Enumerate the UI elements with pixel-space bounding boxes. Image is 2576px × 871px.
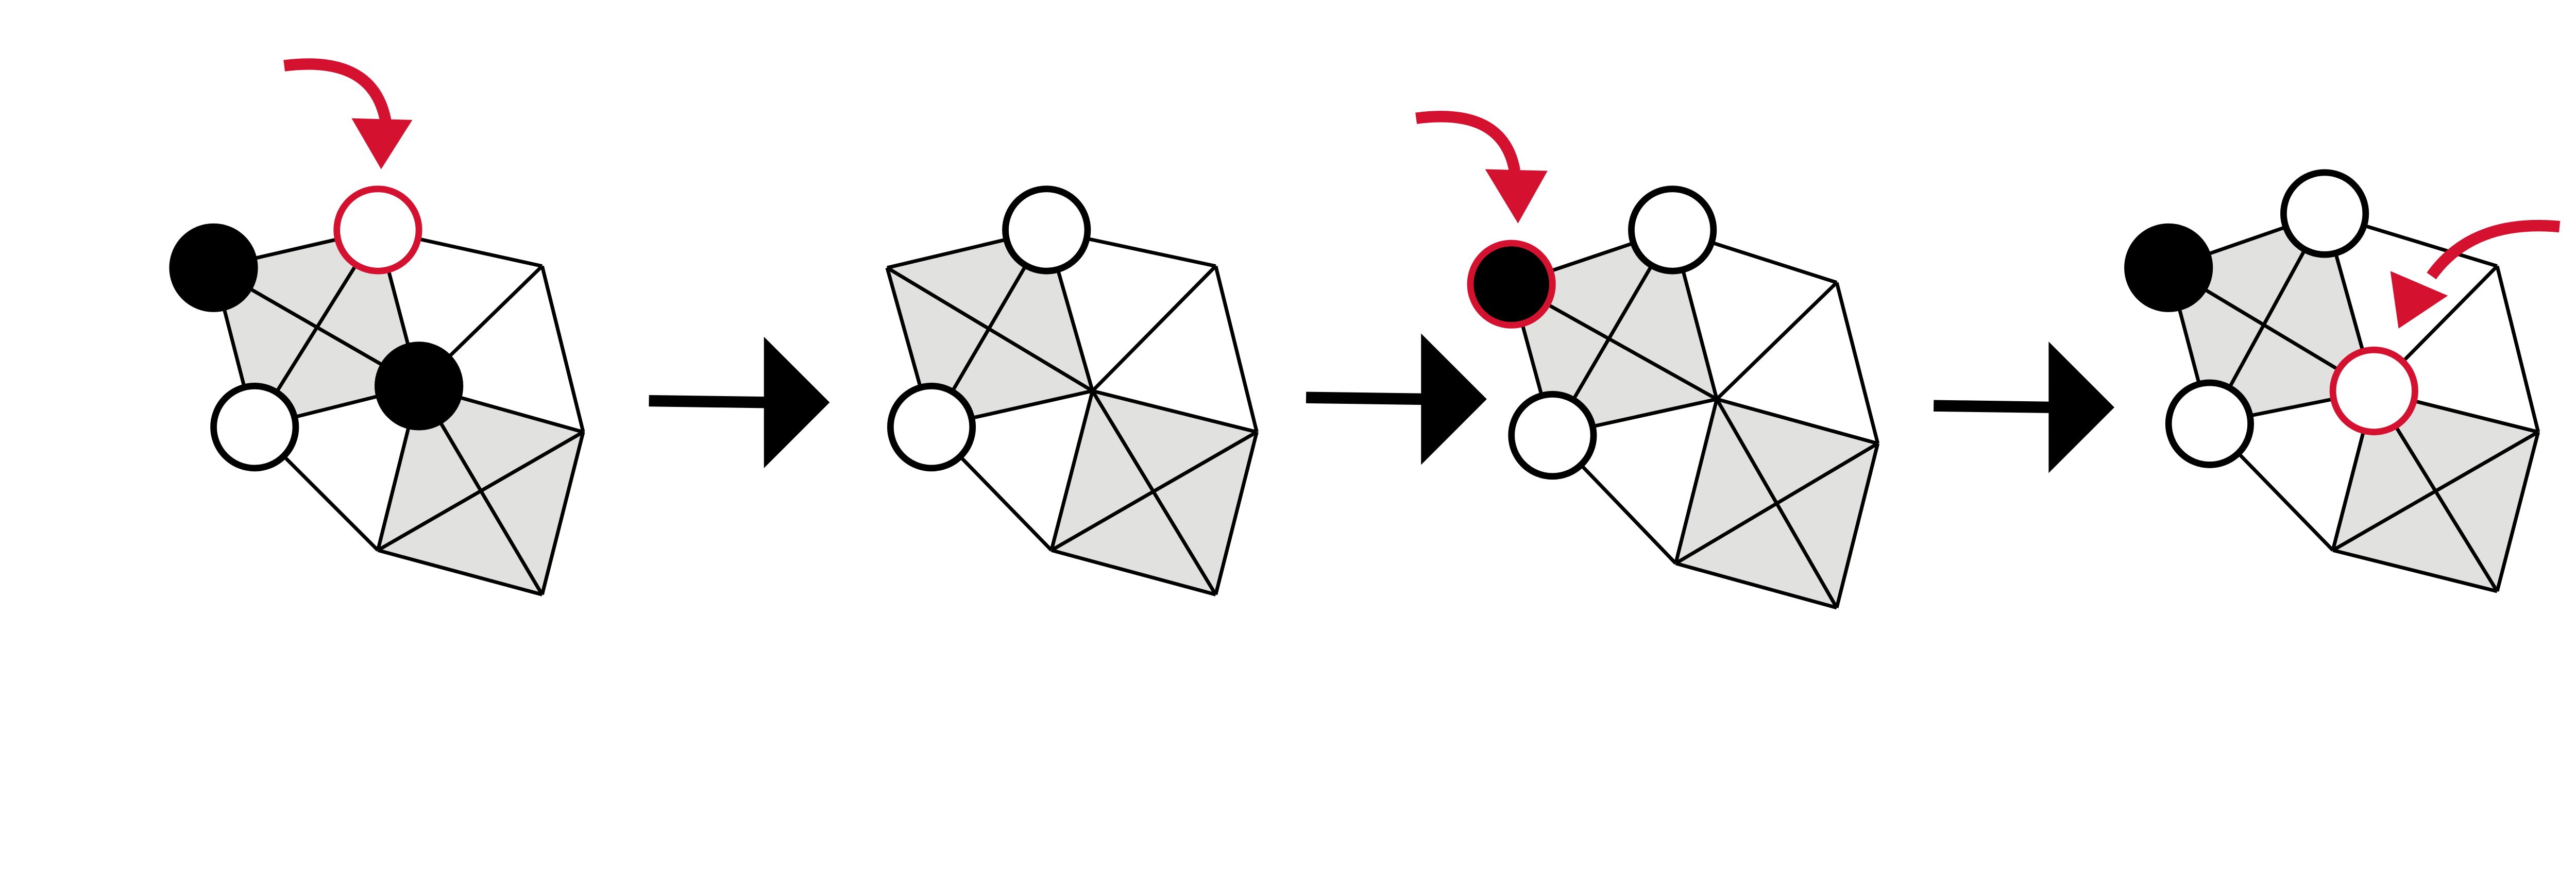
mesh-edge: [1674, 441, 1879, 565]
mesh-edge: [377, 548, 543, 596]
arrow-head: [764, 336, 830, 468]
mesh-edge: [1214, 265, 1259, 433]
mesh-edge: [377, 430, 584, 552]
mesh-edge: [1835, 443, 1880, 608]
mesh-edge: [2495, 431, 2540, 592]
mesh-edge: [1050, 548, 1216, 596]
vertex-bottom-open: [1508, 390, 1597, 480]
mesh-edge: [540, 431, 585, 595]
mesh-edge: [1092, 389, 1258, 434]
mesh-edge: [540, 265, 585, 433]
mesh-edge: [1675, 561, 1837, 610]
vertex-top-open: [2280, 169, 2369, 258]
arrow-shaft: [1934, 400, 2052, 414]
arrow-shaft: [1306, 391, 1425, 405]
mesh-edge: [2332, 548, 2498, 593]
mesh-panel-2: [885, 185, 1259, 596]
mesh-edge: [1091, 265, 1217, 392]
mesh-edge: [1050, 430, 1258, 552]
mesh-edge: [1715, 281, 1838, 401]
arrow-head: [1421, 333, 1487, 465]
vertex-left-filled: [2124, 223, 2213, 312]
transition-arrow-icon: [1934, 341, 2114, 473]
mesh-edge: [2332, 430, 2539, 552]
mesh-edge: [1214, 431, 1259, 595]
mesh-edge: [2495, 265, 2540, 433]
mesh-edge: [1674, 399, 1719, 564]
vertex-left-filled: [1467, 240, 1556, 329]
red-pointer-arrow-icon: [1415, 111, 1548, 224]
vertex-bottom-open: [2165, 379, 2254, 468]
vertex-bottom-open: [887, 383, 976, 472]
vertex-center-filled: [375, 341, 464, 431]
mesh-edge: [1716, 397, 1878, 446]
red-pointer-arrow-icon: [2390, 219, 2561, 329]
mesh-panel-3: [1467, 185, 1880, 610]
red-arrow-shaft: [1415, 111, 1521, 172]
mesh-edge: [1835, 282, 1880, 444]
vertex-top-open: [1002, 185, 1091, 275]
mesh-operation-diagram: [169, 58, 2561, 610]
transition-arrow-icon: [649, 336, 830, 468]
mesh-edge: [1049, 390, 1094, 551]
red-arrow-head: [2390, 271, 2448, 329]
red-arrow-shaft: [2427, 219, 2561, 280]
vertex-left-filled: [169, 223, 258, 312]
transition-arrow-icon: [1306, 333, 1487, 465]
shaded-face: [2168, 213, 2374, 424]
red-arrow-head: [351, 118, 413, 169]
vertex-top-open: [1628, 185, 1717, 275]
arrow-head: [2048, 341, 2114, 473]
red-arrow-head: [1485, 169, 1548, 224]
vertex-bottom-open: [210, 383, 299, 472]
mesh-panel-4: [2124, 169, 2540, 593]
red-arrow-shaft: [283, 58, 392, 125]
vertex-top-open: [333, 185, 422, 275]
red-pointer-arrow-icon: [283, 58, 413, 169]
arrow-shaft: [649, 395, 768, 408]
mesh-panel-1: [169, 185, 585, 596]
vertex-center-open: [2329, 346, 2418, 436]
